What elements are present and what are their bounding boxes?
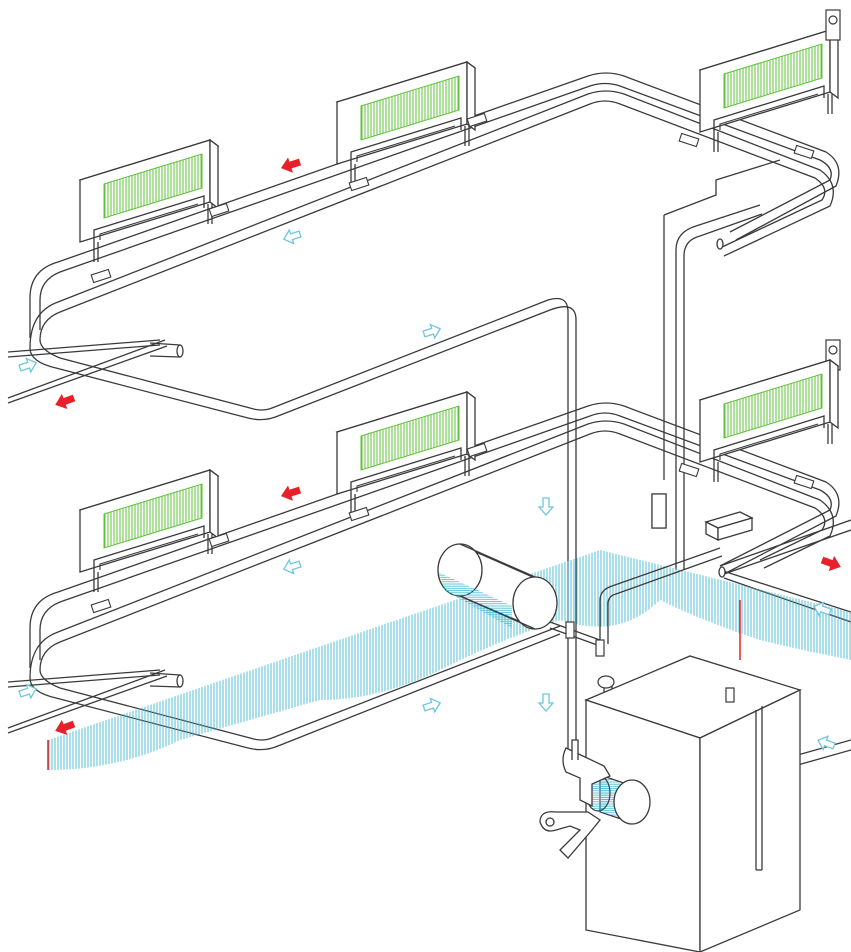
radiator-lower-3 bbox=[699, 359, 839, 483]
cold-flow-arrow-icon bbox=[281, 226, 303, 247]
lower-feed-stubs bbox=[7, 669, 184, 734]
cold-flow-arrow-icon bbox=[421, 695, 443, 716]
hot-flow-arrow-icon bbox=[819, 552, 844, 575]
water-surface bbox=[48, 550, 851, 770]
radiator-upper-1 bbox=[79, 139, 219, 263]
hot-flow-arrow-icon bbox=[52, 390, 77, 413]
cold-flow-arrow-icon bbox=[281, 556, 303, 577]
boiler-icon bbox=[584, 655, 802, 952]
right-riser bbox=[663, 159, 781, 570]
radiator-upper-3 bbox=[699, 29, 839, 153]
hot-flow-arrow-icon bbox=[278, 154, 303, 176]
pipe-fittings bbox=[90, 112, 815, 614]
storage-tank-icon bbox=[437, 543, 605, 657]
upper-feed-stubs bbox=[7, 339, 184, 404]
hot-flow-arrow-icon bbox=[278, 482, 303, 504]
control-box-icon bbox=[651, 493, 667, 529]
radiator-lower-1 bbox=[79, 469, 219, 593]
valve-icon bbox=[539, 739, 611, 859]
lower-floor-pipe-loop bbox=[29, 402, 840, 751]
cold-flow-arrow-icon bbox=[538, 497, 554, 516]
upper-floor-pipe-loop bbox=[29, 72, 840, 760]
cold-flow-arrow-icon bbox=[421, 321, 443, 342]
thermostat-icon bbox=[825, 9, 841, 41]
cold-flow-arrow-icon bbox=[538, 693, 554, 712]
